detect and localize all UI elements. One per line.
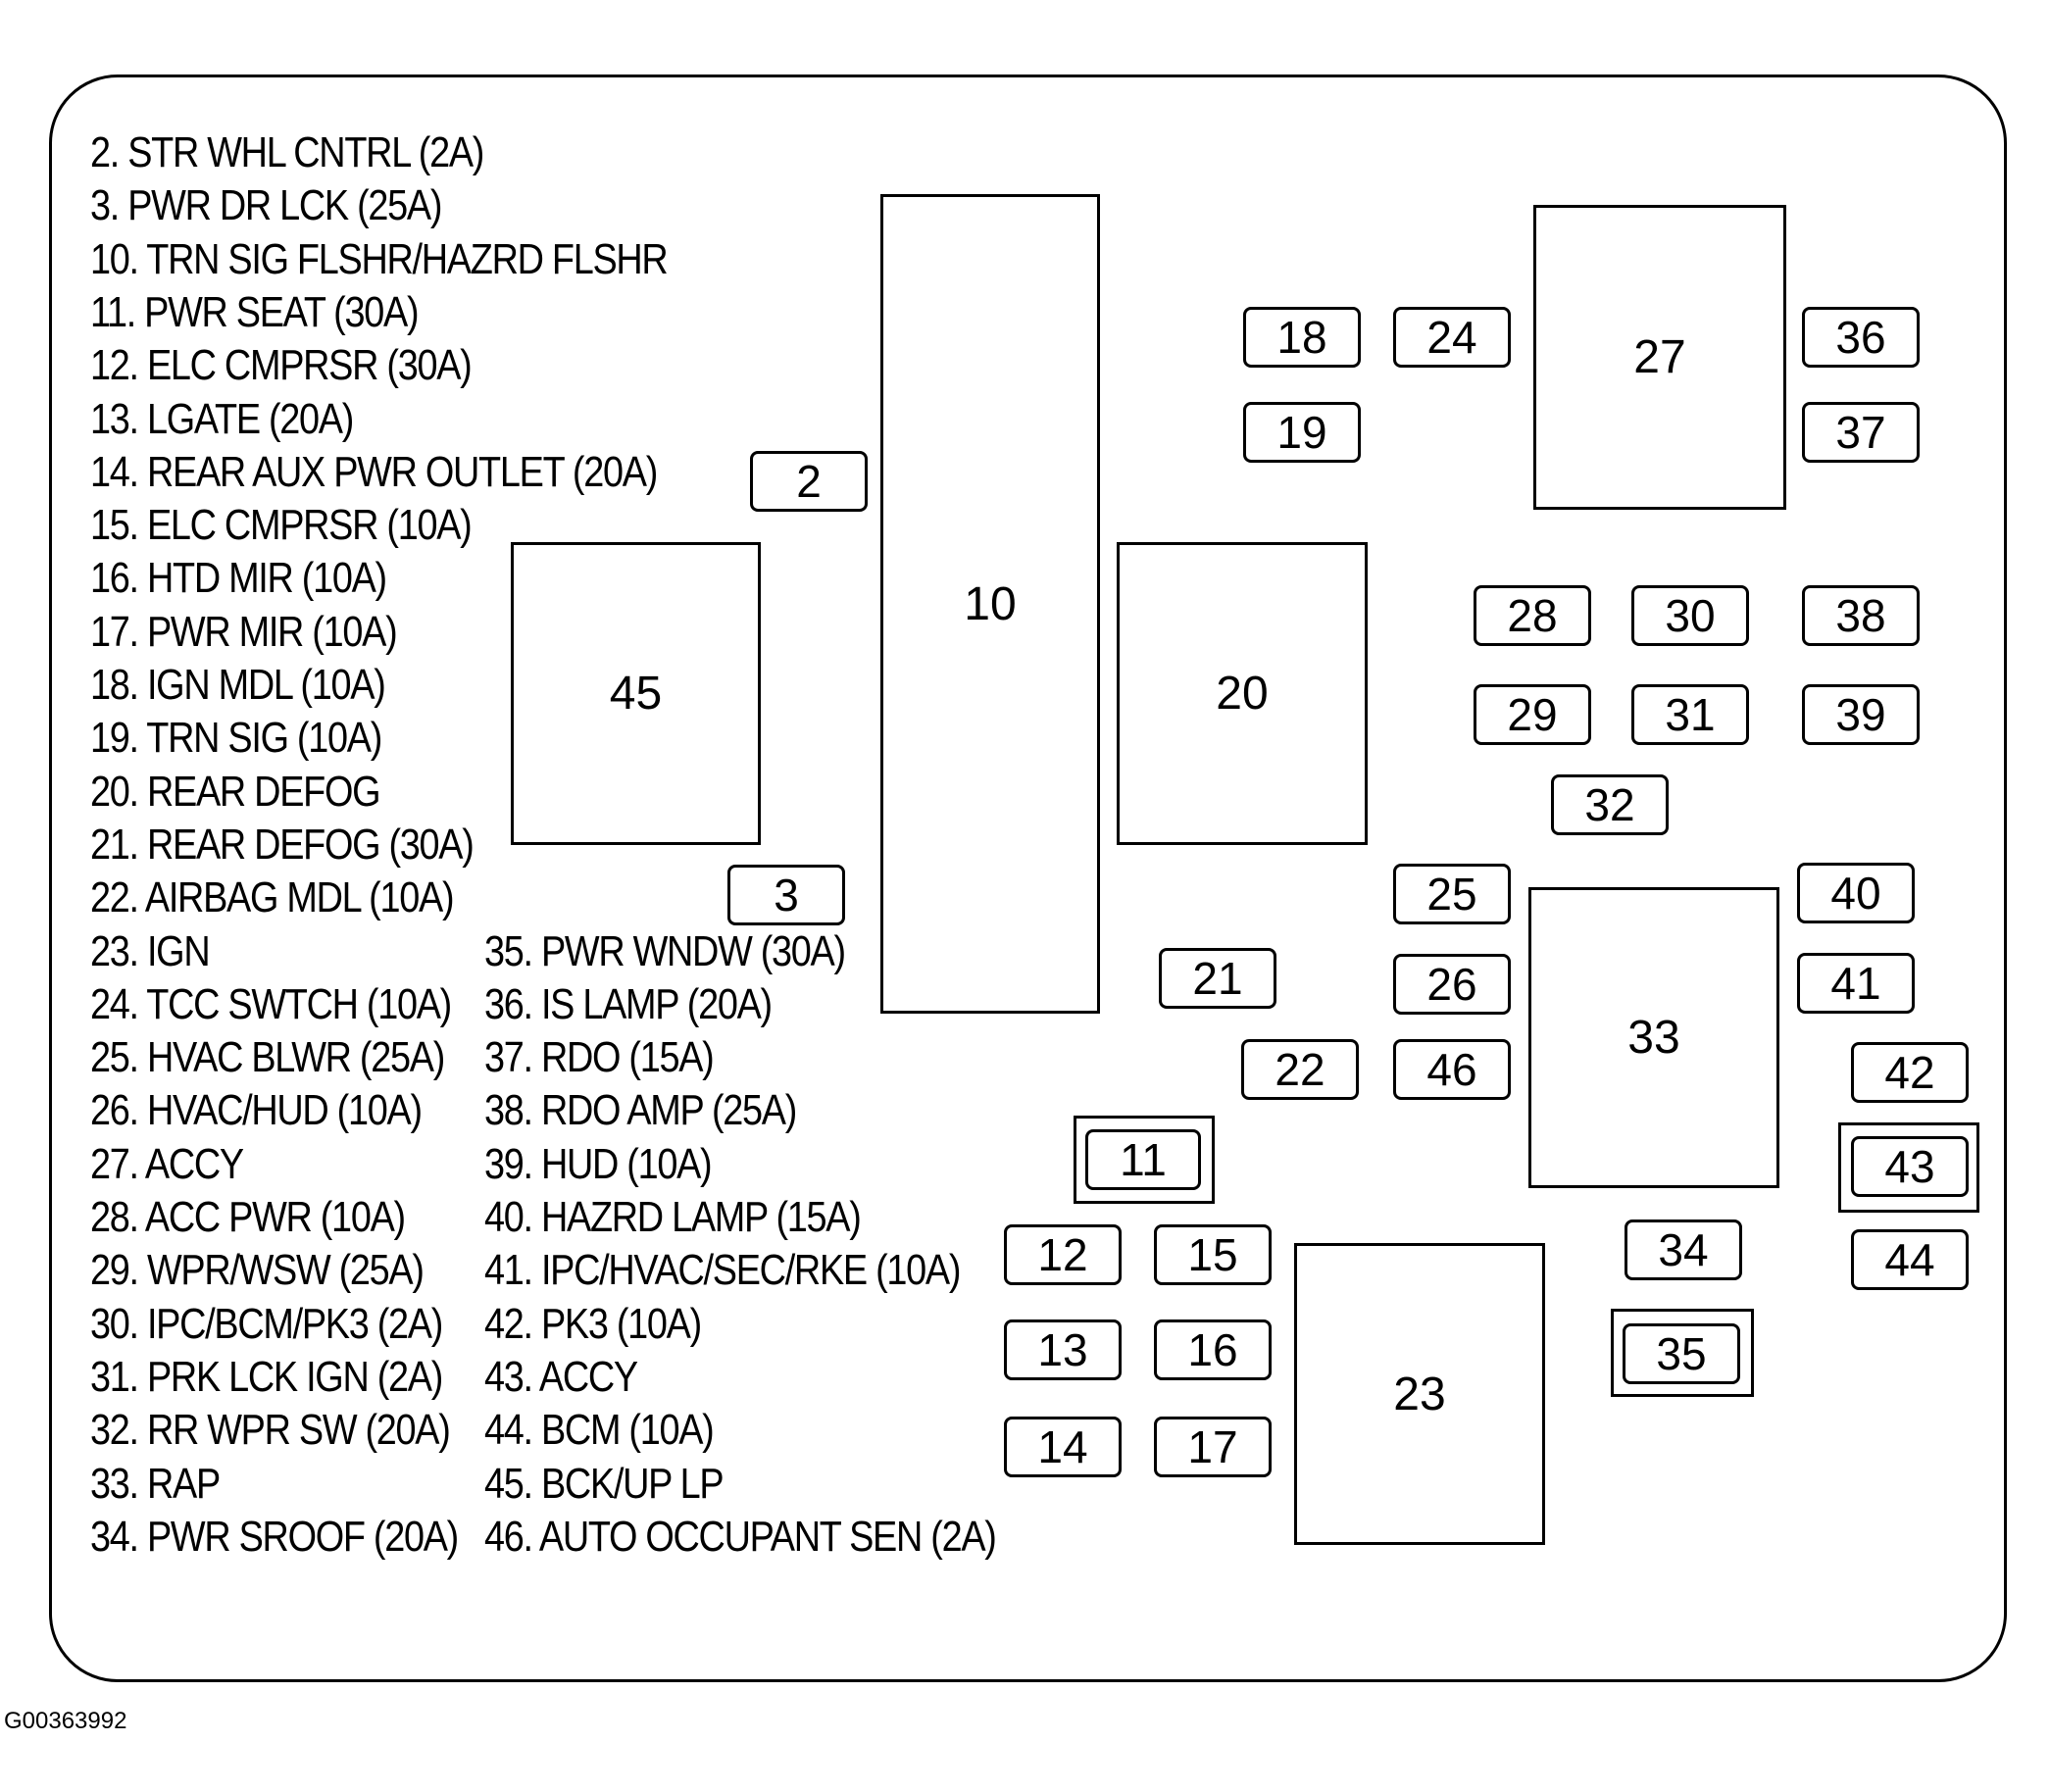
fuse-22: 22 [1241, 1039, 1359, 1100]
legend-entry: 22. AIRBAG MDL (10A) [90, 873, 455, 922]
legend-entry: 27. ACCY [90, 1139, 244, 1188]
fuse-15: 15 [1154, 1224, 1272, 1285]
legend-entry: 11. PWR SEAT (30A) [90, 287, 420, 336]
relay-10: 10 [880, 194, 1100, 1014]
relay-20: 20 [1117, 542, 1368, 845]
fuse-31: 31 [1631, 684, 1749, 745]
legend-entry: 40. HAZRD LAMP (15A) [484, 1193, 862, 1241]
legend-entry: 43. ACCY [484, 1352, 638, 1401]
legend-entry: 18. IGN MDL (10A) [90, 661, 386, 709]
legend-entry: 17. PWR MIR (10A) [90, 607, 398, 656]
legend-entry: 41. IPC/HVAC/SEC/RKE (10A) [484, 1246, 961, 1295]
fuse-26: 26 [1393, 954, 1511, 1015]
legend-entry: 15. ELC CMPRSR (10A) [90, 501, 473, 550]
legend-entry: 3. PWR DR LCK (25A) [90, 181, 442, 230]
legend-entry: 16. HTD MIR (10A) [90, 554, 387, 603]
fuse-16: 16 [1154, 1319, 1272, 1380]
legend-entry: 28. ACC PWR (10A) [90, 1193, 406, 1241]
legend-entry: 26. HVAC/HUD (10A) [90, 1086, 423, 1135]
legend-entry: 29. WPR/WSW (25A) [90, 1246, 425, 1295]
legend-entry: 2. STR WHL CNTRL (2A) [90, 128, 484, 176]
legend-entry: 44. BCM (10A) [484, 1406, 715, 1455]
fuse-35: 35 [1623, 1323, 1740, 1384]
legend-entry: 30. IPC/BCM/PK3 (2A) [90, 1299, 443, 1348]
fuse-14: 14 [1004, 1417, 1122, 1477]
fuse-46: 46 [1393, 1039, 1511, 1100]
legend-entry: 46. AUTO OCCUPANT SEN (2A) [484, 1512, 997, 1561]
legend-entry: 13. LGATE (20A) [90, 394, 354, 443]
legend-entry: 20. REAR DEFOG [90, 767, 381, 816]
fuse-panel-outline [49, 75, 2007, 1682]
fuse-34: 34 [1625, 1220, 1742, 1280]
legend-entry: 21. REAR DEFOG (30A) [90, 820, 475, 869]
figure-id-caption: G00363992 [4, 1708, 127, 1734]
legend-entry: 19. TRN SIG (10A) [90, 714, 382, 763]
fuse-36: 36 [1802, 307, 1920, 368]
fuse-12: 12 [1004, 1224, 1122, 1285]
fuse-37: 37 [1802, 402, 1920, 463]
fuse-24: 24 [1393, 307, 1511, 368]
legend-entry: 39. HUD (10A) [484, 1139, 713, 1188]
fuse-42: 42 [1851, 1042, 1969, 1103]
legend-entry: 25. HVAC BLWR (25A) [90, 1033, 445, 1082]
fuse-44: 44 [1851, 1229, 1969, 1290]
legend-entry: 32. RR WPR SW (20A) [90, 1406, 451, 1455]
fuse-28: 28 [1474, 585, 1591, 646]
fuse-13: 13 [1004, 1319, 1122, 1380]
fuse-21: 21 [1159, 948, 1276, 1009]
legend-entry: 35. PWR WNDW (30A) [484, 926, 846, 975]
fuse-39: 39 [1802, 684, 1920, 745]
legend-entry: 33. RAP [90, 1459, 221, 1508]
fuse-11: 11 [1085, 1129, 1201, 1190]
legend-entry: 45. BCK/UP LP [484, 1459, 725, 1508]
fuse-30: 30 [1631, 585, 1749, 646]
legend-entry: 38. RDO AMP (25A) [484, 1086, 797, 1135]
legend-entry: 14. REAR AUX PWR OUTLET (20A) [90, 447, 658, 496]
fuse-43: 43 [1851, 1136, 1969, 1197]
fuse-38: 38 [1802, 585, 1920, 646]
fuse-29: 29 [1474, 684, 1591, 745]
legend-entry: 42. PK3 (10A) [484, 1299, 702, 1348]
fuse-32: 32 [1551, 774, 1669, 835]
legend-entry: 23. IGN [90, 926, 211, 975]
fuse-2: 2 [750, 451, 868, 512]
fuse-18: 18 [1243, 307, 1361, 368]
legend-entry: 10. TRN SIG FLSHR/HAZRD FLSHR [90, 234, 669, 283]
fuse-17: 17 [1154, 1417, 1272, 1477]
legend-entry: 31. PRK LCK IGN (2A) [90, 1352, 443, 1401]
relay-23: 23 [1294, 1243, 1545, 1545]
legend-entry: 24. TCC SWTCH (10A) [90, 979, 452, 1028]
relay-33: 33 [1528, 887, 1779, 1188]
legend-entry: 34. PWR SROOF (20A) [90, 1512, 459, 1561]
fuse-40: 40 [1797, 863, 1915, 923]
legend-entry: 36. IS LAMP (20A) [484, 979, 773, 1028]
legend-entry: 12. ELC CMPRSR (30A) [90, 341, 473, 390]
fuse-3: 3 [727, 865, 845, 925]
fuse-41: 41 [1797, 953, 1915, 1014]
fuse-19: 19 [1243, 402, 1361, 463]
legend-entry: 37. RDO (15A) [484, 1033, 715, 1082]
fuse-25: 25 [1393, 864, 1511, 924]
relay-45: 45 [511, 542, 761, 845]
relay-27: 27 [1533, 205, 1786, 510]
